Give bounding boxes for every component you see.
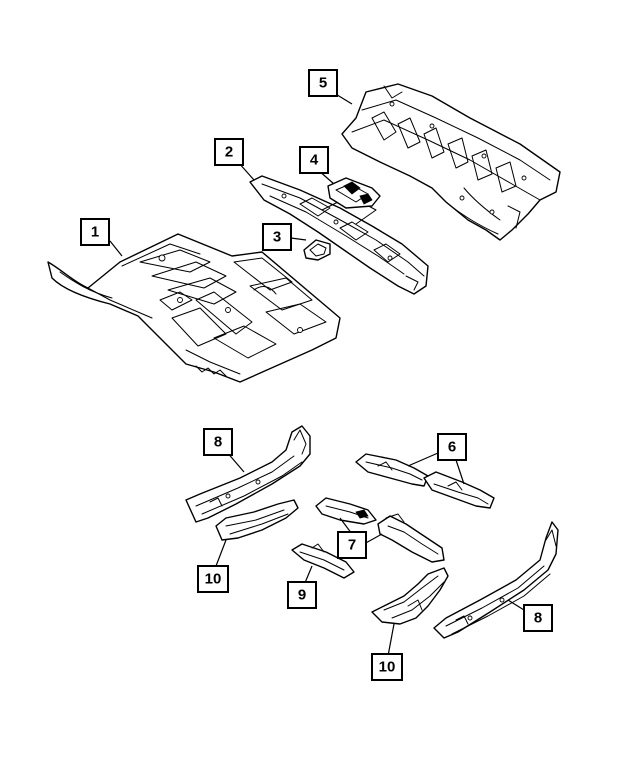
callout-3: 3 [262, 223, 292, 251]
leader-8b [507, 599, 525, 611]
front-floor-pan [47, 233, 341, 383]
callout-8-right: 8 [523, 604, 553, 632]
left-rail-extension [215, 499, 299, 541]
small-bracket [291, 543, 355, 579]
left-sill-rail [185, 425, 311, 523]
right-sill-rail [433, 521, 559, 639]
callout-label: 8 [214, 434, 222, 451]
callout-label: 8 [534, 610, 542, 627]
leader-6b [455, 459, 465, 485]
callout-label: 5 [319, 75, 327, 92]
callout-1: 1 [80, 218, 110, 246]
callout-8-left: 8 [203, 428, 233, 456]
callout-10-right: 10 [371, 653, 403, 681]
callout-10-left: 10 [197, 565, 229, 593]
callout-4: 4 [299, 146, 329, 174]
leader-10b [387, 623, 395, 657]
callout-label: 10 [205, 571, 222, 588]
callout-label: 6 [448, 439, 456, 456]
floor-tunnel-reinforcement [249, 175, 429, 295]
callout-label: 4 [310, 152, 319, 169]
bracket [327, 177, 381, 209]
leader-6a [407, 452, 439, 467]
right-rail-extension [371, 567, 449, 625]
crossmember-brackets [315, 497, 445, 563]
callout-label: 9 [298, 587, 306, 604]
callout-6: 6 [437, 433, 467, 461]
callout-label: 1 [91, 224, 99, 241]
leader-1 [109, 240, 123, 257]
callout-label: 10 [379, 659, 396, 676]
callout-label: 7 [348, 537, 356, 554]
leader-10a [215, 539, 227, 567]
leader-3 [290, 237, 307, 241]
callout-label: 3 [273, 229, 281, 246]
callout-label: 2 [225, 144, 233, 161]
small-plate [303, 239, 331, 261]
callout-9: 9 [287, 581, 317, 609]
callout-7: 7 [337, 531, 367, 559]
cross-members [355, 453, 495, 509]
rear-floor-pan [341, 83, 561, 241]
callout-5: 5 [308, 69, 338, 97]
callout-2: 2 [214, 138, 244, 166]
